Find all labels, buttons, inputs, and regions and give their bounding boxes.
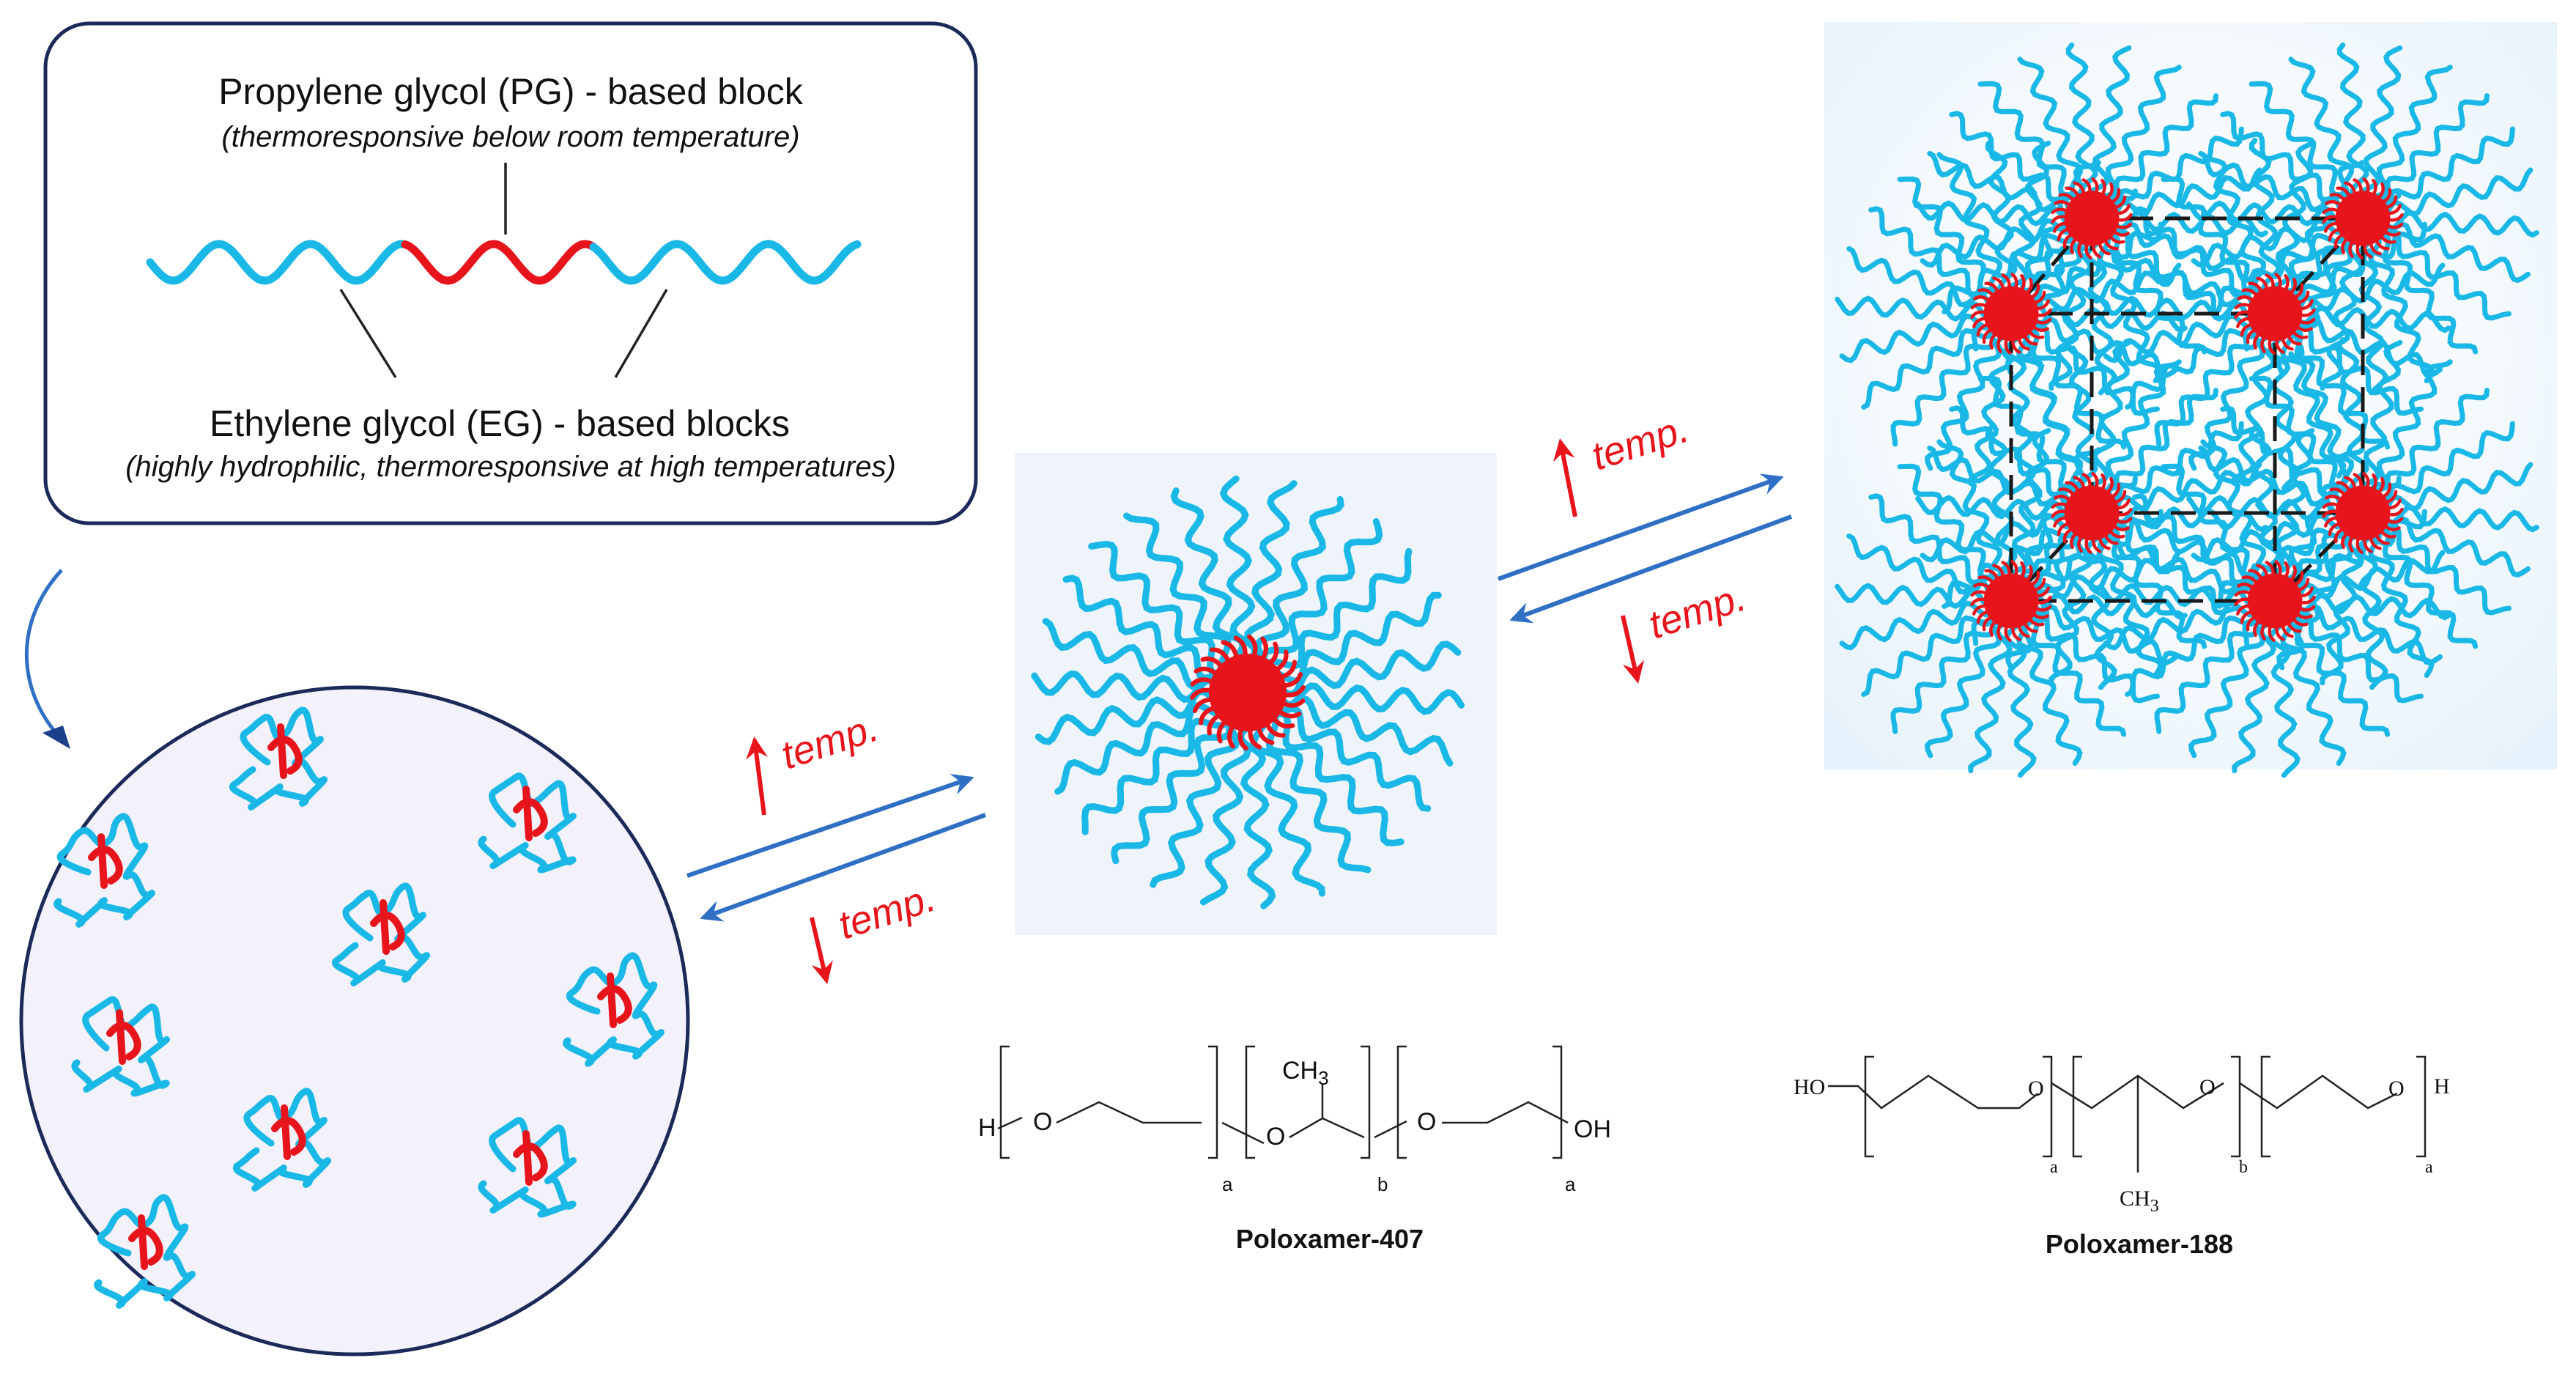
p407-bracket-1 — [999, 1045, 1218, 1159]
micellar-gel — [1824, 22, 2557, 778]
p407-o2: O — [1266, 1123, 1285, 1151]
reverse-arrow-1 — [700, 813, 987, 922]
pg-block-title: Propylene glycol (PG) - based block — [218, 71, 804, 112]
p188-o3: O — [2388, 1077, 2405, 1101]
p407-ch3: CH3 — [1282, 1057, 1329, 1089]
forward-arrow-1 — [686, 773, 974, 878]
peo-block-left — [146, 240, 410, 285]
p407-name: Poloxamer-407 — [1236, 1224, 1424, 1254]
unimer-coils — [53, 706, 665, 1309]
p188-bracket-2 — [2072, 1055, 2241, 1158]
unimer-solution — [19, 685, 690, 1356]
micelle — [1015, 453, 1497, 935]
block-copolymer-legend: Propylene glycol (PG) - based block (the… — [43, 21, 978, 525]
eg-pointer-line-left — [339, 289, 397, 378]
unimer-micelle-equilibrium: temp. temp. — [686, 706, 987, 984]
micelle-corona — [1031, 475, 1465, 909]
p407-sub-a1: a — [1222, 1173, 1233, 1195]
p407-sub-a2: a — [1565, 1173, 1576, 1195]
temp-up-arrow-2 — [1553, 438, 1577, 517]
p188-h: H — [2434, 1074, 2450, 1099]
ppo-block-middle — [401, 240, 597, 285]
p188-o1: O — [2028, 1077, 2044, 1101]
poloxamer-407-structure: H O a O CH3 b O OH a Poloxamer-407 — [978, 1045, 1611, 1254]
p407-o1: O — [1033, 1108, 1052, 1136]
legend-to-unimers-arrowhead — [42, 726, 70, 749]
p188-sub-a2: a — [2425, 1158, 2433, 1177]
eg-block-title: Ethylene glycol (EG) - based blocks — [210, 403, 790, 444]
poloxamer-188-structure: HO O a CH3 O b O a H Poloxamer-188 — [1794, 1055, 2450, 1259]
temp-up-label-2: temp. — [1586, 407, 1694, 479]
temp-up-label-1: temp. — [776, 706, 884, 778]
eg-block-note: (highly hydrophilic, thermoresponsive at… — [125, 451, 896, 483]
p407-bracket-2 — [1245, 1045, 1371, 1159]
p188-sub-b: b — [2239, 1158, 2248, 1177]
micelle-gel-equilibrium: temp. temp. — [1497, 407, 1793, 684]
forward-arrow-2 — [1497, 473, 1784, 581]
reverse-arrow-2 — [1509, 514, 1793, 624]
p407-bracket-3 — [1396, 1045, 1563, 1159]
p188-bracket-1 — [1864, 1055, 2053, 1158]
p188-ho: HO — [1794, 1075, 1825, 1099]
eg-pointer-line-right — [614, 289, 668, 378]
legend-to-unimers-arrow — [25, 569, 63, 736]
p188-bracket-3 — [2260, 1055, 2427, 1158]
p188-o2: O — [2199, 1075, 2216, 1099]
p407-o3: O — [1417, 1108, 1436, 1136]
temp-down-label-2: temp. — [1643, 575, 1751, 648]
temp-down-arrow-2 — [1621, 615, 1645, 684]
p407-sub-b: b — [1377, 1173, 1388, 1195]
peo-block-right — [589, 240, 862, 285]
p407-oh: OH — [1574, 1115, 1611, 1143]
temp-up-arrow-1 — [746, 737, 769, 816]
p188-name: Poloxamer-188 — [2046, 1229, 2233, 1259]
p407-h: H — [978, 1114, 996, 1142]
gel-micelle-cores — [1970, 177, 2404, 642]
temp-down-arrow-1 — [810, 917, 833, 984]
temp-down-label-1: temp. — [833, 876, 941, 948]
p188-sub-a1: a — [2050, 1158, 2058, 1177]
p188-ch3: CH3 — [2120, 1186, 2159, 1216]
packed-micelles — [1835, 43, 2539, 778]
pg-block-note: (thermoresponsive below room temperature… — [221, 121, 799, 153]
legend-frame — [43, 21, 978, 525]
